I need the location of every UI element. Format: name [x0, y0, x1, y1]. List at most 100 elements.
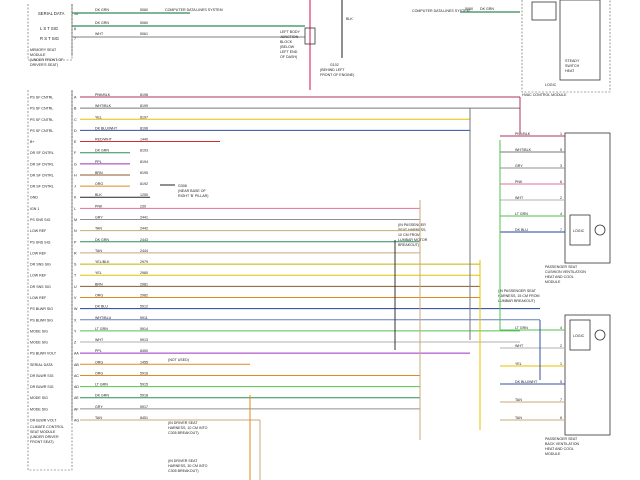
- harness-2-line-2: HARNESS, 15 CM FROM: [498, 294, 540, 298]
- climate-pin-label: DR SNS SIG: [30, 263, 51, 267]
- climate-pin-num: AD: [74, 385, 79, 389]
- memory-seat-pin-num-1: 16: [74, 12, 78, 16]
- hvac-control-module: STEADY SWITCH HEAT LOGIC HVAC CONTROL MO…: [521, 0, 611, 97]
- wire-color-label: PNK: [95, 204, 103, 208]
- hvac-inner-1: STEADY: [565, 59, 580, 63]
- wire-circuit-label: 8198: [140, 93, 148, 97]
- climate-pin-num: Y: [74, 329, 77, 333]
- harness-annotations: (IN PASSENGER SEAT HARNESS, 10 CM FROM L…: [168, 223, 540, 473]
- wire-circuit-label: 2443: [140, 238, 148, 242]
- cushion-name-2: CUSHION VENTILATION: [545, 270, 586, 274]
- top-wire-color-3: WHT: [95, 32, 104, 36]
- climate-pin-label: MODE SIG: [30, 329, 48, 333]
- climate-pin-label: LOW REF: [30, 274, 47, 278]
- wire-circuit-label: 8197: [140, 115, 148, 119]
- climate-pin-label: DR BLWR VOLT: [30, 419, 57, 423]
- wire-color-label: DK GRN: [95, 238, 109, 242]
- harness-1-line-2: SEAT HARNESS,: [398, 228, 426, 232]
- wire-color-label: LT GRN: [95, 383, 108, 387]
- wire-color-label: ORG: [95, 360, 103, 364]
- climate-pin-num: M: [74, 218, 77, 222]
- climate-pin-label: PS SF CNTRL: [30, 96, 53, 100]
- wire-circuit-label: 8192: [140, 182, 148, 186]
- climate-pin-label: PS BLWR SIG: [30, 318, 53, 322]
- climate-pin-num: J: [74, 185, 76, 189]
- climate-name-1: CLIMATE CONTROL: [30, 425, 64, 429]
- climate-pin-label: PS SNS SIG: [30, 218, 51, 222]
- climate-pin-label: MODE SIG: [30, 341, 48, 345]
- climate-pin-num: AA: [74, 352, 79, 356]
- harness-4-line-2: HARNESS, 30 CM INTO: [168, 464, 208, 468]
- back-logic-label: LOGIC: [573, 334, 585, 338]
- back-pin-num: 6: [560, 416, 562, 420]
- cushion-wire-label: PNK: [515, 180, 523, 184]
- climate-pin-num: AE: [74, 396, 79, 400]
- wire-color-label: BLK: [95, 193, 102, 197]
- climate-pin-label: PS SF CNTRL: [30, 107, 53, 111]
- g308-label-2: (NEAR BASE OF: [178, 189, 207, 193]
- climate-pin-label: DR SF CNTRL: [30, 162, 54, 166]
- wire-circuit-label: 5918: [140, 394, 148, 398]
- hvac-inner-2: SWITCH: [565, 64, 580, 68]
- climate-pin-num: K: [74, 196, 77, 200]
- cushion-name-1: PASSENGER SEAT: [545, 265, 578, 269]
- climate-pin-label: GND: [30, 196, 38, 200]
- climate-pin-num: G: [74, 162, 77, 166]
- climate-pin-label: PS SNS SIG: [30, 240, 51, 244]
- wire-color-label: WHT: [95, 338, 104, 342]
- cushion-name-4: MODULE: [545, 280, 561, 284]
- harness-3-line-2: HARNESS, 10 CM INTO: [168, 426, 208, 430]
- hvac-name-2: HVAC CONTROL MODULE: [522, 93, 567, 97]
- wire-circuit-label: 5912: [140, 305, 148, 309]
- climate-pin-label: PS SF CNTRL: [30, 118, 53, 122]
- wire-color-label: PPL: [95, 349, 102, 353]
- wire-circuit-label: 8196: [140, 126, 148, 130]
- harness-1-line-3: 10 CM FROM: [398, 233, 420, 237]
- climate-name-2: SEAT MODULE: [30, 430, 56, 434]
- g102-label-1: G102: [330, 63, 339, 67]
- back-pin-num: 4: [560, 326, 562, 330]
- climate-pin-label: DR BLWR SIG: [30, 385, 54, 389]
- wire-color-label: TAN: [95, 416, 102, 420]
- harness-3-line-1: (IN DRIVER SEAT: [168, 421, 198, 425]
- top-wire-circ-3: 5061: [140, 32, 148, 36]
- cushion-name-3: HEAT AND COOL: [545, 275, 574, 279]
- wire-color-label: BRN: [95, 171, 103, 175]
- wire-color-label: ORG: [95, 293, 103, 297]
- climate-pin-label: MODE SIG: [30, 407, 48, 411]
- wire-circuit-label: 5915: [140, 383, 148, 387]
- top-wire-color-1: DK GRN: [95, 8, 109, 12]
- g308-label-1: G308: [178, 184, 187, 188]
- harness-1-line-4: LUMBAR MOTOR: [398, 238, 428, 242]
- climate-pin-num: Z: [74, 341, 77, 345]
- wire-color-label: BRN: [95, 282, 103, 286]
- wire-color-label: RED/WHT: [95, 138, 113, 142]
- climate-pin-label: DR SNS SIG: [30, 285, 51, 289]
- climate-pin-num: A: [74, 96, 77, 100]
- cushion-wire-label: DK BLU: [515, 228, 528, 232]
- back-wire-label: YEL: [515, 362, 522, 366]
- wire-color-label: TAN: [95, 249, 102, 253]
- junction-label-3: BLOCK: [280, 40, 293, 44]
- climate-pin-num: N: [74, 229, 77, 233]
- climate-pin-num: T: [74, 274, 77, 278]
- back-pin-num: 5: [560, 380, 562, 384]
- climate-pin-num: P: [74, 240, 77, 244]
- memory-seat-pin-label-1: SERIAL DATA: [38, 11, 65, 16]
- not-used-label: (NOT USED): [168, 358, 189, 362]
- climate-pin-num: V: [74, 296, 77, 300]
- hvac-wire-circ: 5060: [465, 7, 473, 11]
- back-wire-label: TAN: [515, 398, 522, 402]
- wire-circuit-label: 2444: [140, 249, 148, 253]
- memory-seat-wires: DK GRN 5060 COMPUTER DATA LINES SYSTEM D…: [72, 8, 305, 38]
- climate-pin-num: AF: [74, 407, 79, 411]
- junction-label-6: OF DASH): [280, 55, 297, 59]
- climate-pin-num: W: [74, 307, 78, 311]
- wire-circuit-label: 5916: [140, 371, 148, 375]
- junction-label-2: JUNCTION: [280, 35, 299, 39]
- climate-pin-label: PS SF CNTRL: [30, 129, 53, 133]
- wire-circuit-label: 5917: [140, 405, 148, 409]
